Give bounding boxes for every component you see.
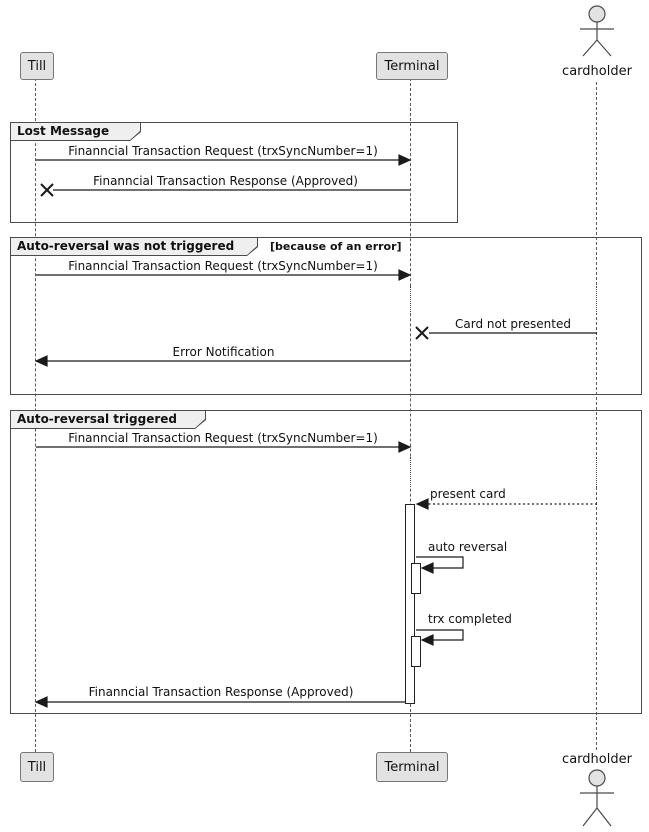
frame-lost-message-title: Lost Message [11,123,140,140]
frame-no-autoreversal-guard: [because of an error] [270,240,402,253]
message-label: Finanncial Transaction Response (Approve… [93,174,358,188]
activation-terminal-main [405,504,415,704]
activation-terminal-nested-1 [411,563,421,594]
message-label: Finanncial Transaction Request (trxSyncN… [68,431,378,445]
message-label: Card not presented [455,317,571,331]
message-label: Finanncial Transaction Request (trxSyncN… [68,144,378,158]
participant-till-label: Till [27,58,47,74]
frame-lost-message-tab: Lost Message [10,122,141,141]
lifeline-cardholder [596,82,597,750]
message-label: present card [430,487,506,501]
frame-autoreversal-tab: Auto-reversal triggered [10,410,206,429]
participant-terminal-label: Terminal [384,58,440,74]
message-label: Finanncial Transaction Request (trxSyncN… [68,259,378,273]
activation-terminal-nested-2 [411,636,421,667]
delay-terminal-1 [408,286,415,314]
frame-lost-message [10,122,458,223]
message-label: trx completed [428,612,512,626]
actor-cardholder-bottom-icon [580,769,614,827]
frame-no-autoreversal-title: Auto-reversal was not triggered [11,238,257,255]
participant-till-bottom: Till [20,752,54,782]
delay-cardholder-1 [594,286,601,314]
frame-no-autoreversal-tab: Auto-reversal was not triggered [10,237,258,256]
frame-autoreversal [10,410,642,714]
participant-till-label: Till [27,759,47,775]
participant-terminal-bottom: Terminal [376,752,448,782]
message-label: Finanncial Transaction Response (Approve… [88,685,354,699]
participant-till-top: Till [20,52,54,80]
lifeline-terminal [410,78,411,752]
participant-terminal-label: Terminal [384,759,440,775]
message-label: auto reversal [428,540,508,554]
participant-terminal-top: Terminal [376,52,448,80]
frame-no-autoreversal [10,237,642,395]
message-label: Error Notification [172,345,275,359]
delay-terminal-2 [408,457,415,487]
delay-cardholder-2 [594,457,601,487]
actor-cardholder-bottom-label: cardholder [562,752,632,767]
frame-autoreversal-title: Auto-reversal triggered [11,411,205,428]
actor-cardholder-top-icon [580,5,614,57]
actor-cardholder-top-label: cardholder [562,64,632,79]
